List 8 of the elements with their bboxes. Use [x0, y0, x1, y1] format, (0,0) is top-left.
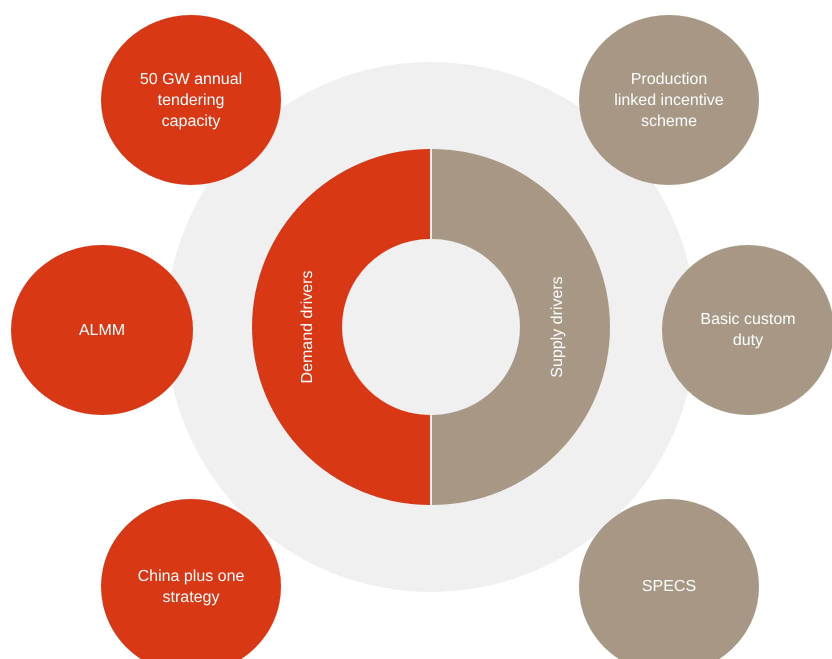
driver-circle: China plus one strategy	[101, 499, 281, 659]
driver-circle: Basic custom duty	[662, 245, 832, 415]
driver-circle: SPECS	[579, 499, 759, 659]
driver-circle: 50 GW annual tendering capacity	[101, 15, 281, 185]
segment-label: Demand drivers	[299, 270, 317, 384]
driver-circle: ALMM	[11, 245, 193, 415]
driver-circle: Production linked incentive scheme	[579, 15, 759, 185]
segment-label: Supply drivers	[549, 276, 567, 378]
